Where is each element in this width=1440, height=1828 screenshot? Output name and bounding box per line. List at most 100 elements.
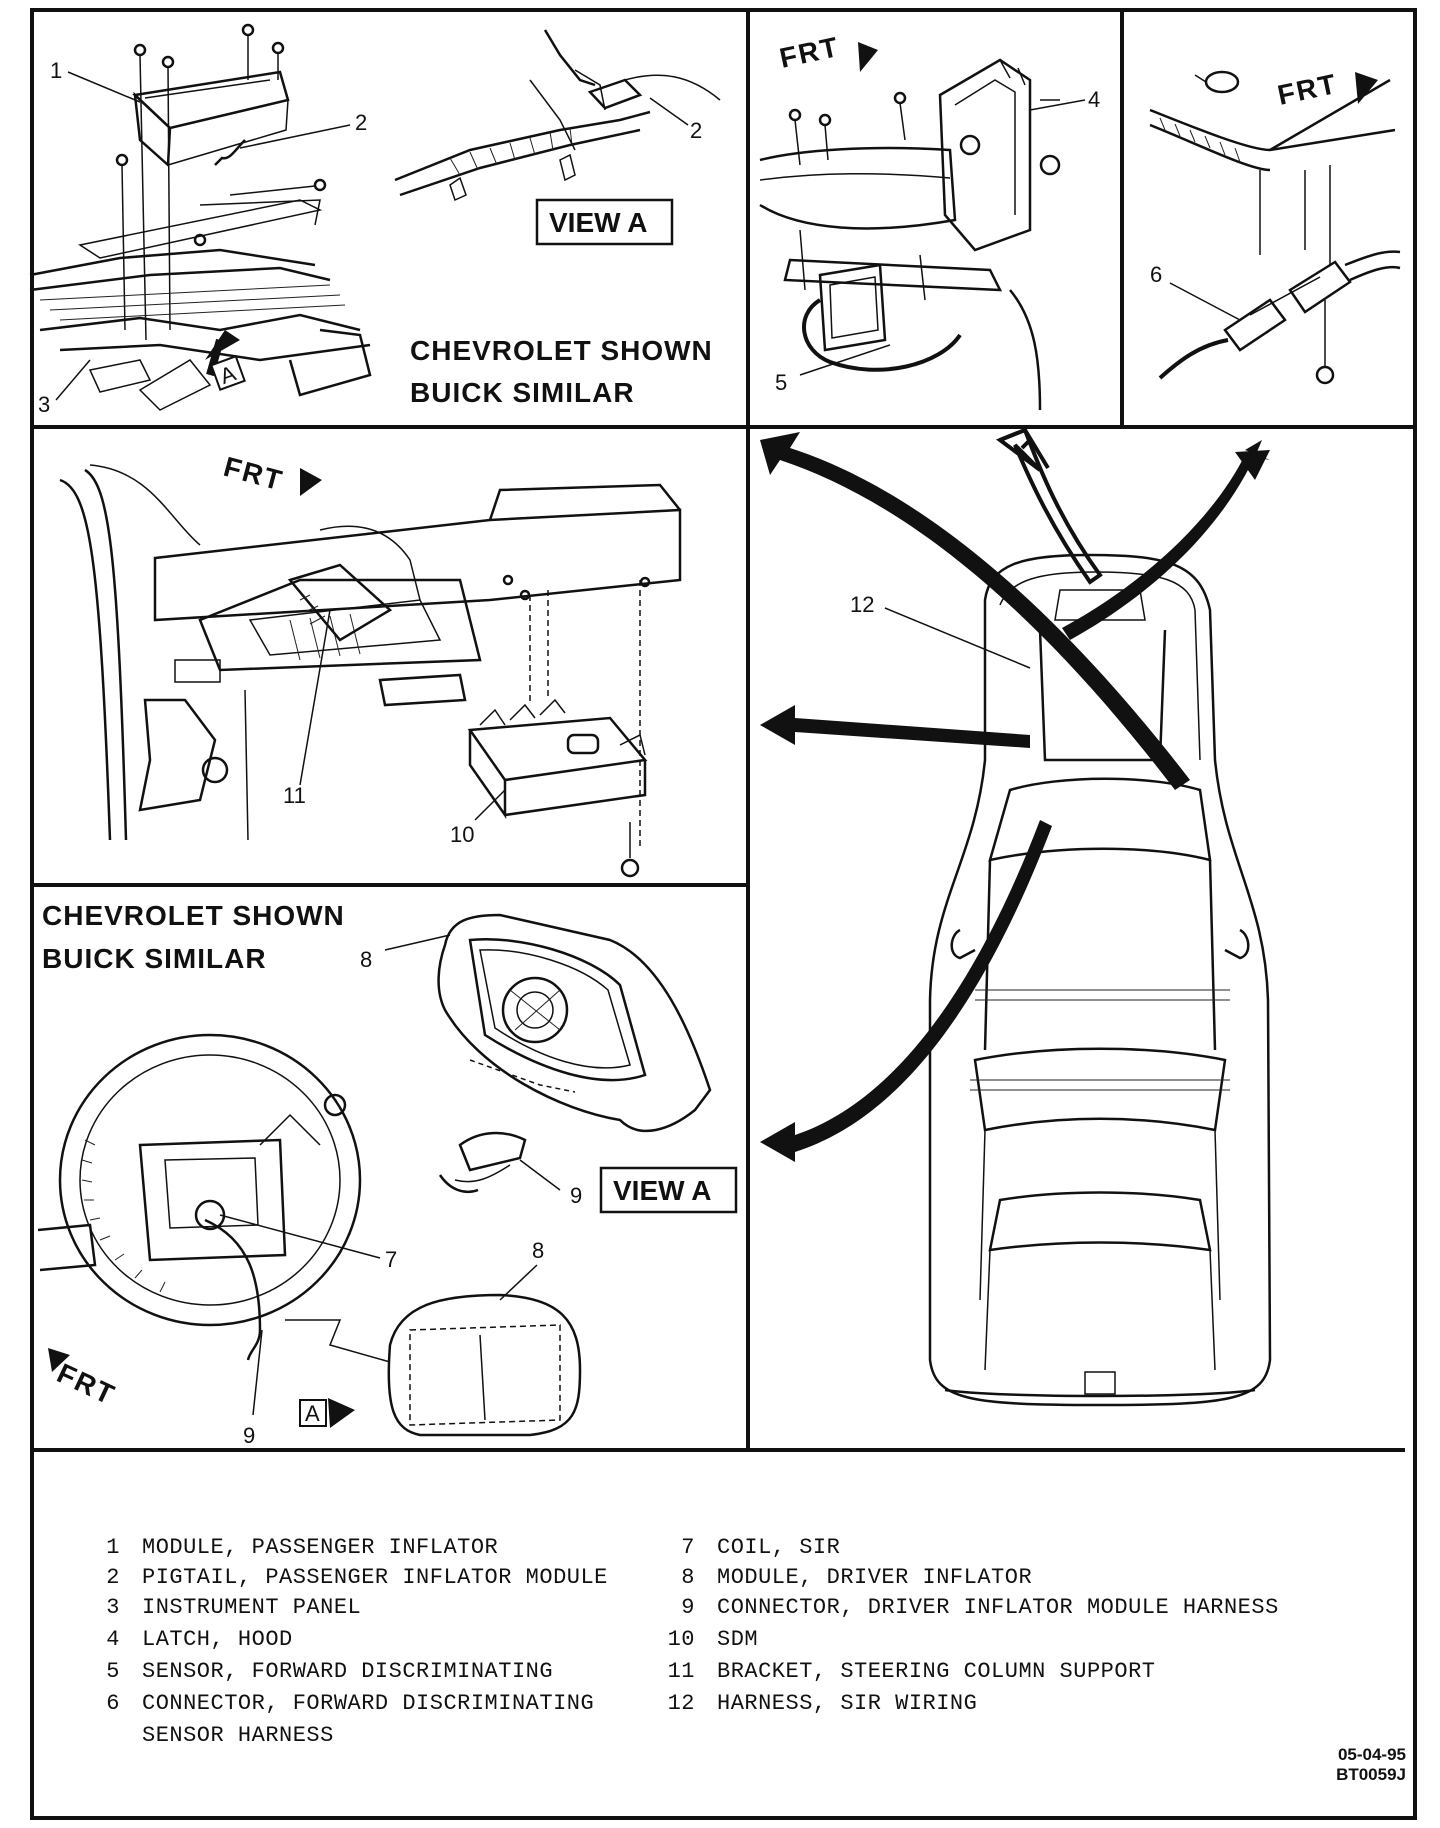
view-a-box-1 [535, 198, 674, 246]
caption-buick-1: BUICK SIMILAR [410, 377, 635, 408]
hood-latch [938, 58, 1061, 252]
legend-row: 3 INSTRUMENT PANEL [80, 1595, 361, 1620]
frt-arrow-4 [300, 468, 322, 496]
legend-text: SDM [717, 1627, 759, 1652]
figure-code: 05-04-95 BT0059J [1336, 1745, 1406, 1785]
steering-column-bracket [287, 563, 393, 642]
outer-border [30, 8, 1417, 1820]
view-a-label-2: VIEW A [613, 1175, 712, 1206]
legend-num: 9 [681, 1595, 695, 1620]
panel-sensor-connector: FRT 6 [1149, 68, 1401, 385]
caption-buick-2: BUICK SIMILAR [42, 943, 267, 974]
panel-frame [30, 8, 1417, 1820]
legend-text: CONNECTOR, FORWARD DISCRIMINATING [142, 1691, 595, 1716]
legend-text: HARNESS, SIR WIRING [717, 1691, 978, 1716]
legend-num: 11 [667, 1659, 695, 1684]
legend-row: 8 MODULE, DRIVER INFLATOR [655, 1565, 1032, 1590]
leader-1 [67, 71, 141, 103]
panel-passenger-inflator: A VIEW A CHEVROLET SHOWN BUICK SIMILAR 1… [29, 23, 721, 417]
callout-1: 1 [50, 58, 62, 83]
view-a-badge-2: A [299, 1398, 355, 1428]
a-pillar [59, 464, 201, 841]
driver-inflator-module-rear [437, 913, 712, 1133]
legend-num: 5 [106, 1659, 120, 1684]
frt-label-4: FRT [220, 451, 286, 497]
hood-edge [1149, 78, 1396, 265]
callout-9b: 9 [243, 1423, 255, 1448]
caption-chevrolet-1: CHEVROLET SHOWN [410, 335, 713, 366]
legend-row: 4 LATCH, HOOD [80, 1627, 293, 1652]
legend-num: 3 [106, 1595, 120, 1620]
legend-text: SENSOR HARNESS [142, 1723, 334, 1748]
legend-text: MODULE, PASSENGER INFLATOR [142, 1535, 499, 1560]
callout-8b: 8 [532, 1238, 544, 1263]
leader-3 [55, 359, 91, 401]
leader-8b [499, 1264, 538, 1301]
legend-num: 2 [106, 1565, 120, 1590]
badge-a-label-2: A [305, 1401, 320, 1426]
passenger-pigtail [214, 139, 246, 166]
panel-car-top-view: 12 [760, 427, 1272, 1407]
legend-num: 10 [667, 1627, 695, 1652]
leader-7 [219, 1214, 381, 1259]
legend-text: BRACKET, STEERING COLUMN SUPPORT [717, 1659, 1156, 1684]
coil-wire [204, 1218, 262, 1361]
frt-label-3: FRT [1275, 68, 1341, 111]
legend-row: 6 CONNECTOR, FORWARD DISCRIMINATING [80, 1691, 594, 1716]
leader-8a [384, 934, 451, 951]
instrument-panel [29, 199, 372, 411]
legend-text: MODULE, DRIVER INFLATOR [717, 1565, 1033, 1590]
legend-text: LATCH, HOOD [142, 1627, 293, 1652]
legend-text: CONNECTOR, DRIVER INFLATOR MODULE HARNES… [717, 1595, 1279, 1620]
leader-4b [1029, 99, 1086, 111]
leader-11 [299, 609, 331, 786]
legend-text: INSTRUMENT PANEL [142, 1595, 362, 1620]
legend-num: 8 [681, 1565, 695, 1590]
mounting-bolts [115, 23, 327, 341]
legend-row: 5 SENSOR, FORWARD DISCRIMINATING [80, 1659, 553, 1684]
hood-bumper [1204, 70, 1240, 94]
callout-7: 7 [385, 1247, 397, 1272]
leader-2b [649, 97, 689, 126]
caption-chevrolet-2: CHEVROLET SHOWN [42, 900, 345, 931]
leader-9a [519, 1159, 561, 1191]
callout-6: 6 [1150, 262, 1162, 287]
legend-row: 11 BRACKET, STEERING COLUMN SUPPORT [655, 1659, 1155, 1684]
legend-row: SENSOR HARNESS [80, 1723, 334, 1748]
legend-text: COIL, SIR [717, 1535, 841, 1560]
legend-row: 10 SDM [655, 1627, 758, 1652]
callout-9a: 9 [570, 1183, 582, 1208]
view-a-box-2 [599, 1166, 738, 1214]
legend-num: 6 [106, 1691, 120, 1716]
leader-6 [1169, 282, 1241, 321]
radiator-support [759, 146, 1003, 292]
figure-id: BT0059J [1336, 1765, 1406, 1784]
view-a-badge-1: A [210, 355, 246, 391]
view-a-arrow [205, 330, 240, 377]
passenger-inflator-module [132, 70, 290, 168]
steering-wheel [37, 1033, 362, 1327]
frt-label-6: FRT [52, 1357, 120, 1411]
callout-2a: 2 [355, 110, 367, 135]
callout-3: 3 [38, 392, 50, 417]
frt-arrow-2 [858, 42, 878, 72]
leader-9b [252, 1329, 263, 1416]
callout-8a: 8 [360, 947, 372, 972]
callout-12: 12 [850, 592, 874, 617]
driver-inflator-module-front [387, 1293, 582, 1437]
sensor-harness-connector [1223, 250, 1401, 385]
legend-row: 9 CONNECTOR, DRIVER INFLATOR MODULE HARNE… [655, 1595, 1279, 1620]
car-body [928, 553, 1272, 1407]
legend-text: SENSOR, FORWARD DISCRIMINATING [142, 1659, 554, 1684]
driver-connector-view-a [438, 1131, 527, 1194]
figure-date: 05-04-95 [1337, 1745, 1406, 1764]
legend-num: 4 [106, 1627, 120, 1652]
view-a-label-1: VIEW A [549, 207, 648, 238]
frt-label-2: FRT [777, 31, 843, 74]
harness-wire-3 [1158, 338, 1229, 380]
